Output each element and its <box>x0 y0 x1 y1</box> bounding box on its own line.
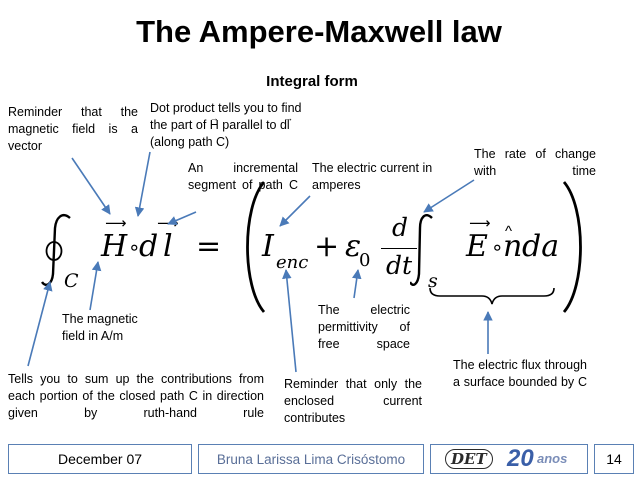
slide-title: The Ampere-Maxwell law <box>136 14 502 49</box>
annotation-rate-of-change: The rate of change with time <box>474 147 596 178</box>
annotation-electric-current: The electric current in amperes <box>312 161 433 192</box>
annotation-vector-reminder: Reminder that the magnetic field is a ve… <box>8 105 138 153</box>
annotation-dot-product-text-b: parallel to <box>222 118 277 132</box>
l-vector-arrow: ⟶ <box>157 215 179 232</box>
annotation-incremental-segment: An incremental segment of path C <box>188 161 298 192</box>
n-hat: ^ <box>505 223 513 240</box>
right-parenthesis <box>562 181 582 313</box>
annotation-sum-contributions: Tells you to sum up the contributions fr… <box>8 372 264 420</box>
fraction-numerator: d <box>391 213 408 242</box>
annotation-dot-product-line1: Dot product tells you to find <box>150 101 302 115</box>
equals-sign: = <box>196 229 222 264</box>
d-symbol: d <box>139 229 159 264</box>
surface-subscript: s <box>428 270 438 292</box>
left-parenthesis <box>246 181 266 313</box>
fraction-bar <box>381 248 417 249</box>
annotation-magnetic-field-units: The magnetic field in A/m <box>62 312 138 343</box>
footer-date: December 07 <box>8 444 192 474</box>
contour-subscript: C <box>64 270 79 292</box>
underbrace <box>429 287 555 305</box>
annotation-dl-vector: →dl <box>279 113 293 132</box>
logo-20-text: 20 <box>507 445 534 472</box>
annotation-dot-product-text-a: the part of <box>150 118 207 132</box>
plus-sign: + <box>314 229 340 264</box>
annotation-permittivity: The electric permittivity of free space <box>318 303 410 351</box>
e-vector-arrow: ⟶ <box>469 215 491 232</box>
annotation-dot-product-line2: the part of →H parallel to →dl <box>150 113 370 134</box>
annotation-dot-product: Dot product tells you to find the part o… <box>150 100 370 151</box>
h-vector-arrow: ⟶ <box>105 215 127 232</box>
logo-det-text: DET <box>445 449 493 469</box>
fraction-denominator: dt <box>385 251 413 280</box>
epsilon-subscript: 0 <box>359 250 371 271</box>
annotation-electric-flux: The electric flux through a surface boun… <box>453 358 587 389</box>
l-symbol: l <box>163 229 173 264</box>
annotation-h-vector: →H <box>209 113 219 132</box>
epsilon-symbol: ε <box>345 229 362 264</box>
footer-author: Bruna Larissa Lima Crisóstomo <box>198 444 424 474</box>
det-20-anos-logo: DET 20 anos <box>430 444 588 474</box>
footer-page-number: 14 <box>594 444 634 474</box>
dot-operator: ∘ <box>128 235 141 259</box>
dot-operator-2: ∘ <box>491 235 504 259</box>
h-symbol: H <box>101 229 128 264</box>
surface-integral-sign <box>410 214 433 286</box>
annotation-dot-product-line3: (along path C) <box>150 135 230 149</box>
logo-anos-text: anos <box>537 451 568 466</box>
e-symbol: E <box>466 229 488 264</box>
i-symbol: I <box>262 229 274 264</box>
da-symbol: da <box>522 229 560 264</box>
slide-subtitle: Integral form <box>266 73 358 90</box>
annotation-enclosed-current: Reminder that only the enclosed current … <box>284 377 422 425</box>
n-symbol: n <box>503 229 523 264</box>
enc-subscript: enc <box>276 252 309 273</box>
